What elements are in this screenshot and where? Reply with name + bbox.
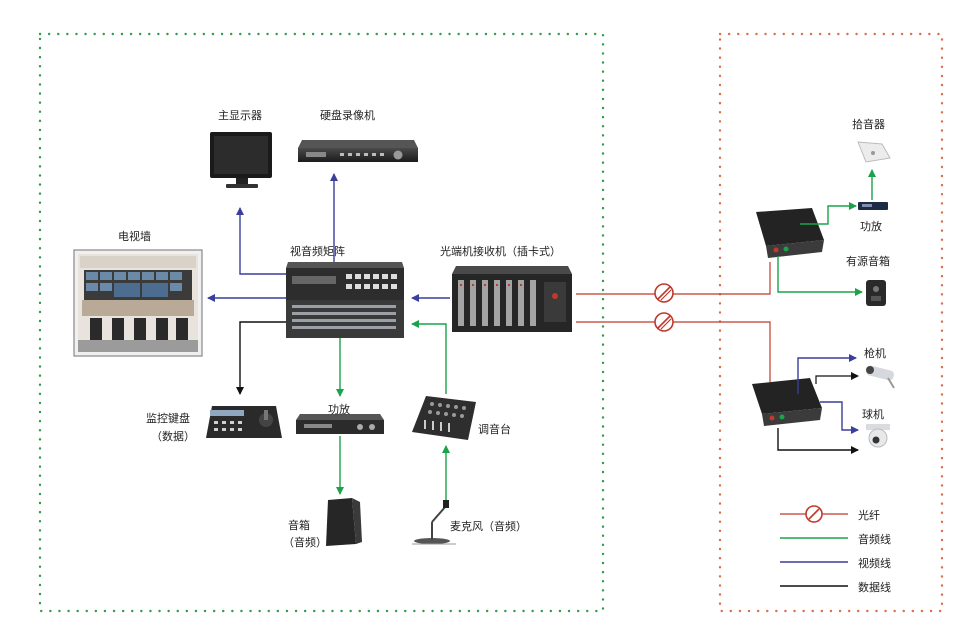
- data-line-transceiver-dome: [777, 428, 859, 454]
- gun-camera-icon: [866, 365, 895, 389]
- gun-camera-label: 枪机: [864, 347, 886, 360]
- microphone-label: 麦克风（音频）: [450, 520, 527, 533]
- audio-line-mixer-matrix: [411, 320, 447, 394]
- fiber-receiver-rack-icon: [452, 266, 572, 332]
- legend: [780, 505, 848, 587]
- speaker-box-icon: [326, 498, 362, 546]
- video-line-matrix-monitor: [236, 207, 286, 275]
- data-line-transceiver-gun: [815, 372, 859, 384]
- video-wall-image: [73, 249, 203, 357]
- mixer-label: 调音台: [478, 423, 511, 436]
- main-monitor-label: 主显示器: [218, 109, 262, 122]
- fiber-symbol-top: [654, 283, 674, 303]
- dome-camera-icon: [866, 424, 890, 448]
- right-amplifier-label: 功放: [860, 220, 882, 233]
- left-amplifier-icon: [296, 414, 384, 434]
- dome-camera-label: 球机: [862, 408, 884, 421]
- fiber-line-bottom: [576, 321, 771, 382]
- active-speaker-label: 有源音箱: [846, 255, 890, 268]
- pickup-label: 拾音器: [852, 118, 885, 131]
- av-matrix-label: 视音频矩阵: [290, 245, 345, 258]
- audio-mixer-icon: [412, 396, 476, 440]
- fiber-receiver-label: 光端机接收机（插卡式）: [440, 245, 561, 258]
- fiber-transceiver-bottom-icon: [752, 378, 822, 426]
- audio-line-transceiver-active-speaker: [777, 256, 863, 296]
- legend-fiber-label: 光纤: [858, 509, 880, 522]
- video-wall-label: 电视墙: [118, 230, 151, 243]
- fiber-transceiver-top-icon: [756, 208, 824, 258]
- video-line-transceiver-gun: [797, 354, 857, 394]
- right-amplifier-icon: [858, 202, 888, 210]
- left-zone-border: [38, 32, 605, 613]
- legend-audio-label: 音频线: [858, 533, 891, 546]
- control-keyboard-icon: [206, 406, 282, 438]
- fiber-symbol-bottom: [654, 312, 674, 332]
- speaker-label-line1: 音箱: [288, 519, 310, 532]
- fiber-line-top: [576, 262, 771, 295]
- microphone-icon: [412, 500, 456, 545]
- dvr-icon: [298, 140, 418, 162]
- main-monitor-icon: [210, 132, 272, 188]
- legend-video-label: 视频线: [858, 557, 891, 570]
- keyboard-label-line2: （数据）: [151, 430, 195, 443]
- speaker-label-line2: （音频）: [283, 536, 327, 549]
- keyboard-label-line1: 监控键盘: [146, 412, 190, 425]
- dvr-label: 硬盘录像机: [320, 109, 375, 122]
- legend-data-label: 数据线: [858, 581, 891, 594]
- pickup-icon: [857, 141, 891, 163]
- active-speaker-icon: [866, 280, 886, 306]
- video-line-transceiver-dome: [820, 401, 859, 434]
- data-line-matrix-keyboard: [236, 321, 286, 395]
- legend-fiber-symbol: [805, 505, 823, 523]
- audio-line-transceiver-amp: [800, 202, 857, 225]
- left-amplifier-label: 功放: [328, 403, 350, 416]
- av-matrix-icon: [286, 262, 404, 338]
